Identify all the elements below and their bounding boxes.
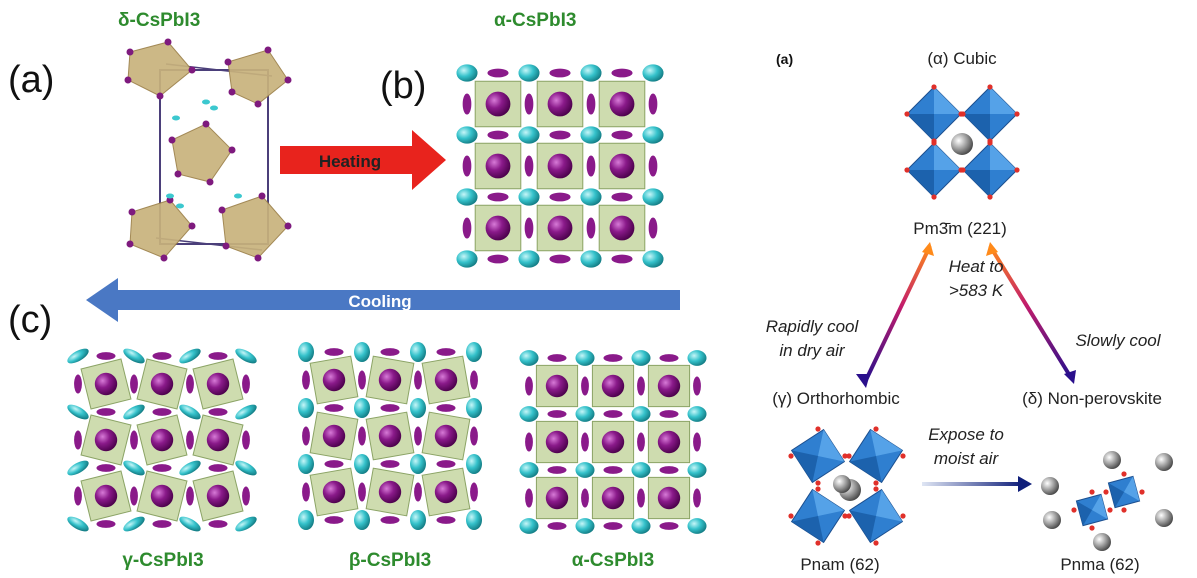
slow-cool-arrow	[986, 242, 1076, 384]
cooling-label: Cooling	[348, 292, 411, 311]
delta-cspbi3-title: δ-CsPbI3	[118, 10, 200, 31]
slowly-cool-label: Slowly cool	[1075, 331, 1161, 350]
heat-to-line1: Heat to	[949, 257, 1004, 276]
gamma-cspbi3-label: γ-CsPbI3	[122, 550, 203, 571]
alpha-structure-top	[456, 64, 664, 268]
orthorhombic-title: (γ) Orthorhombic	[772, 389, 900, 408]
panel-label-b: (b)	[380, 65, 426, 107]
rapid-cool-arrow	[856, 374, 870, 388]
delta-structure	[124, 38, 292, 262]
alpha-cspbi3-title-top: α-CsPbI3	[494, 10, 576, 31]
orthorhombic-space-group: Pnam (62)	[800, 555, 879, 574]
panel-label-c: (c)	[8, 299, 52, 341]
gamma-structure	[67, 348, 257, 532]
cubic-space-group: Pm3̄m (221)	[913, 219, 1007, 238]
heating-arrow: Heating	[280, 130, 446, 190]
expose-line2: moist air	[934, 449, 1000, 468]
alpha-structure-bottom	[519, 350, 707, 534]
orthorhombic-structure	[788, 426, 906, 546]
right-panel: (a) (α) Cubic Pm3̄m (221) Heat to >583 K…	[766, 49, 1173, 574]
beta-cspbi3-label: β-CsPbI3	[349, 550, 431, 571]
expose-arrow	[922, 476, 1032, 492]
rapid-cool-line2: in dry air	[779, 341, 846, 360]
cubic-title: (α) Cubic	[927, 49, 997, 68]
beta-structure	[298, 342, 482, 530]
alpha-cspbi3-label-bottom: α-CsPbI3	[572, 550, 654, 571]
non-perovskite-structure	[1041, 451, 1173, 551]
right-panel-label: (a)	[776, 51, 793, 67]
heat-arrow	[864, 242, 934, 381]
expose-line1: Expose to	[928, 425, 1004, 444]
non-perovskite-title: (δ) Non-perovskite	[1022, 389, 1162, 408]
heat-to-line2: >583 K	[949, 281, 1004, 300]
panel-label-a: (a)	[8, 59, 54, 101]
rapid-cool-line1: Rapidly cool	[766, 317, 860, 336]
cooling-arrow: Cooling	[86, 278, 680, 322]
heating-label: Heating	[319, 152, 381, 171]
non-perovskite-space-group: Pnma (62)	[1060, 555, 1139, 574]
left-panel: (a) (b) (c) δ-CsPbI3 α-CsPbI3	[8, 10, 707, 571]
cubic-structure	[904, 84, 1020, 200]
